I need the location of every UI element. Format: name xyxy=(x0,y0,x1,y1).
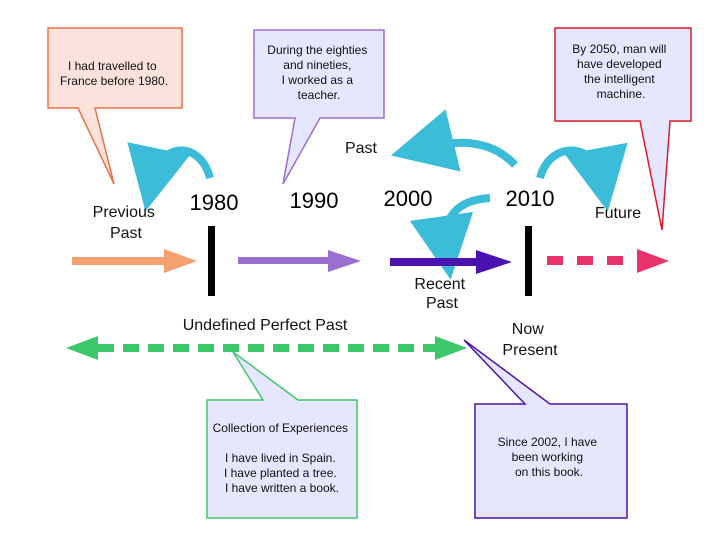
previous-past-arrow xyxy=(72,249,197,273)
label-now-present-line-1: Now xyxy=(512,321,544,338)
callout-eighties-line-3: I worked as a xyxy=(282,73,354,87)
callout-experiences: Collection of Experiences I have lived i… xyxy=(206,351,358,519)
callout-eighties-shape xyxy=(253,29,385,185)
callout-france-line-1: I had travelled to xyxy=(68,59,157,73)
callout-france-text: I had travelled to France before 1980. xyxy=(60,59,168,88)
callout-eighties-line-4: teacher. xyxy=(298,88,341,102)
callout-future-machine: By 2050, man will have developed the int… xyxy=(554,27,692,231)
experiences-arrow-right-head xyxy=(435,336,467,360)
previous-past-arrow-head xyxy=(164,249,197,273)
eighties-arrow xyxy=(238,250,361,272)
callout-experiences-text: Collection of Experiences I have lived i… xyxy=(213,421,352,495)
curved-arrow-1980 xyxy=(127,142,214,212)
future-arrow xyxy=(547,249,669,273)
callout-book-text: Since 2002, I have been working on this … xyxy=(498,435,601,479)
future-arrow-dash-2 xyxy=(577,256,593,265)
label-previous-past-line-1: Previous xyxy=(93,204,155,221)
label-undefined-perfect-past: Undefined Perfect Past xyxy=(183,317,348,334)
callout-book-line-2: been working xyxy=(512,450,583,464)
curved-arrow-recent-past xyxy=(409,194,491,280)
callout-experiences-line-3: I have lived in Spain. xyxy=(225,451,336,465)
label-now-present-line-2: Present xyxy=(502,342,558,359)
callout-book: Since 2002, I have been working on this … xyxy=(463,339,628,519)
callout-eighties-text: During the eighties and nineties, I work… xyxy=(267,43,370,102)
callout-future-machine-line-2: have developed xyxy=(577,57,662,71)
callout-book-line-3: on this book. xyxy=(515,465,583,479)
label-future: Future xyxy=(595,205,641,222)
callout-future-machine-line-1: By 2050, man will xyxy=(572,42,666,56)
callout-future-machine-text: By 2050, man will have developed the int… xyxy=(572,42,669,101)
label-recent-past: Recent Past xyxy=(414,276,469,312)
year-2010: 2010 xyxy=(506,186,555,211)
recent-past-arrow-shaft xyxy=(390,258,478,266)
callout-france: I had travelled to France before 1980. xyxy=(47,27,183,185)
eighties-arrow-shaft xyxy=(238,257,330,264)
year-1990: 1990 xyxy=(290,188,339,213)
marker-2010 xyxy=(525,226,532,296)
year-1980: 1980 xyxy=(190,190,239,215)
callout-book-shape xyxy=(463,339,628,519)
label-previous-past: Previous Past xyxy=(93,204,160,242)
future-arrow-head xyxy=(637,249,669,273)
callout-france-shape xyxy=(47,27,183,185)
recent-past-arrow-head xyxy=(476,250,512,274)
recent-past-arrow xyxy=(390,250,512,274)
callout-france-line-2: France before 1980. xyxy=(60,74,168,88)
callout-future-machine-line-4: machine. xyxy=(597,87,646,101)
callout-eighties-line-2: and nineties, xyxy=(283,58,351,72)
label-recent-past-line-1: Recent xyxy=(414,276,465,293)
callout-experiences-shape xyxy=(206,351,358,519)
callout-book-line-1: Since 2002, I have xyxy=(498,435,598,449)
label-past: Past xyxy=(345,140,378,157)
callout-future-machine-line-3: the intelligent xyxy=(584,72,655,86)
label-now-present: Now Present xyxy=(502,321,558,359)
callout-experiences-line-1: Collection of Experiences xyxy=(213,421,348,435)
callout-experiences-line-4: I have planted a tree. xyxy=(224,466,337,480)
future-arrow-dash-3 xyxy=(607,256,623,265)
callout-eighties-line-1: During the eighties xyxy=(267,43,367,57)
callout-future-machine-shape xyxy=(554,27,692,231)
year-2000: 2000 xyxy=(384,186,433,211)
future-arrow-dash-1 xyxy=(547,256,563,265)
curved-arrow-future xyxy=(536,142,628,212)
curved-arrow-past xyxy=(390,109,518,172)
previous-past-arrow-shaft xyxy=(72,257,166,265)
experiences-double-arrow xyxy=(66,336,467,360)
marker-1980 xyxy=(208,226,215,296)
label-previous-past-line-2: Past xyxy=(110,225,143,242)
eighties-arrow-head xyxy=(328,250,361,272)
label-recent-past-line-2: Past xyxy=(426,295,459,312)
callout-eighties: During the eighties and nineties, I work… xyxy=(253,29,385,185)
experiences-arrow-left-head xyxy=(66,336,98,360)
callout-experiences-line-5: I have written a book. xyxy=(225,481,339,495)
